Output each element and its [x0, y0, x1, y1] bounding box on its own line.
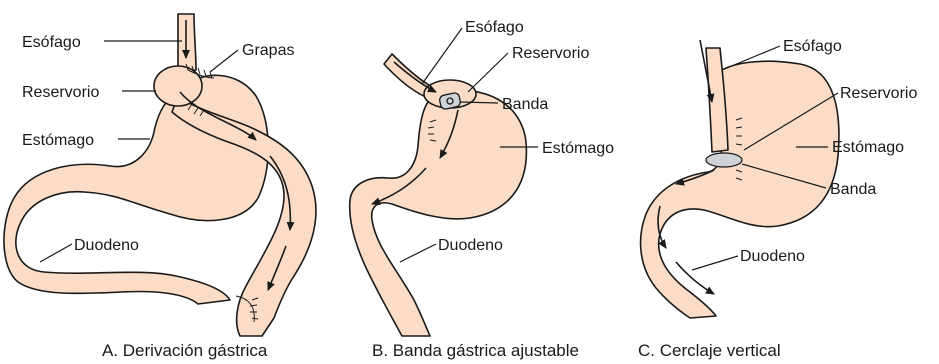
panel-c-stomach-shape [641, 61, 839, 318]
panel-b-leader-duodeno [400, 244, 436, 262]
panel-a-gastric-bypass: Esófago Grapas Reservorio Estómago Duode… [4, 14, 316, 360]
panel-a-esophagus-shape [178, 14, 196, 72]
panel-a-label-estomago: Estómago [22, 132, 94, 149]
panel-a-label-grapas: Grapas [242, 42, 294, 59]
panel-a-leader-grapas [210, 50, 238, 72]
panel-c-vertical-banding: Esófago Reservorio Estómago Banda Duoden… [638, 38, 917, 360]
panel-b-band-port [447, 98, 453, 104]
panel-c-esophagus-shape [706, 48, 728, 152]
panel-b-leader-reservorio [468, 53, 508, 92]
panel-a-caption: A. Derivación gástrica [102, 341, 268, 360]
panel-c-band-shape [706, 153, 742, 167]
panel-b-adjustable-band: Esófago Reservorio Banda Estómago Duoden… [350, 19, 614, 360]
panel-a-stomach-shape [4, 75, 268, 304]
panel-b-label-estomago: Estómago [542, 140, 614, 157]
panel-c-label-esofago: Esófago [783, 38, 842, 55]
panel-a-leader-duodeno [40, 244, 72, 262]
panel-b-label-esofago: Esófago [465, 19, 524, 36]
panel-b-label-duodeno: Duodeno [438, 237, 503, 254]
panel-c-label-duodeno: Duodeno [740, 248, 805, 265]
panel-b-caption: B. Banda gástrica ajustable [372, 341, 579, 360]
panel-a-label-duodeno: Duodeno [74, 237, 139, 254]
panel-c-label-estomago: Estómago [832, 139, 904, 156]
panel-c-leader-duodeno [692, 256, 738, 270]
panel-c-label-banda: Banda [830, 181, 876, 198]
panel-a-label-esofago: Esófago [22, 34, 81, 51]
panel-c-caption: C. Cerclaje vertical [638, 341, 781, 360]
panel-a-label-reservorio: Reservorio [22, 84, 99, 101]
panel-b-label-banda: Banda [502, 96, 548, 113]
panel-c-label-reservorio: Reservorio [840, 85, 917, 102]
panel-a-pouch-shape [154, 66, 202, 106]
panel-b-leader-esofago [422, 28, 462, 84]
panel-b-stomach-shape [350, 90, 527, 336]
panel-b-label-reservorio: Reservorio [512, 45, 589, 62]
